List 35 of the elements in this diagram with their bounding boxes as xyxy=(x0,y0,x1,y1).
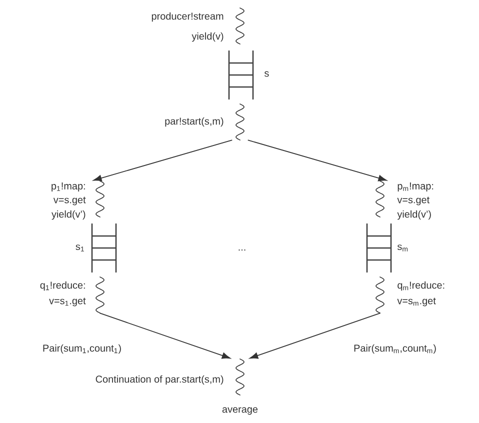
thread-label: yield(v’) xyxy=(52,210,86,220)
channel-ladder xyxy=(366,223,392,273)
thread-label: average xyxy=(222,407,258,415)
thread-label: producer!stream xyxy=(152,12,224,22)
squiggle xyxy=(236,104,244,140)
thread-label: v=s$_{1}$.get xyxy=(49,298,86,306)
thread-label: Continuation of par.start(s,m) xyxy=(96,375,224,385)
thread-label: v=s$_{m}$.get xyxy=(397,298,436,306)
squiggle xyxy=(96,180,104,218)
thread-label: s$_{1}$ xyxy=(76,244,84,252)
thread-label: s$_{m}$ xyxy=(397,244,408,252)
thread-label: p$_{1}$!map: xyxy=(52,182,85,192)
squiggle xyxy=(236,358,244,396)
arrow xyxy=(100,312,230,359)
squiggle xyxy=(376,276,384,314)
thread-label: q$_{1}$!reduce: xyxy=(40,281,85,291)
arrow xyxy=(248,140,387,182)
ellipsis: ... xyxy=(238,249,246,251)
squiggle xyxy=(96,276,104,314)
thread-label: p$_{m}$!map: xyxy=(398,182,434,192)
thread-label: v=s.get xyxy=(397,196,430,206)
thread-label: par!start(s,m) xyxy=(165,117,224,127)
arrow xyxy=(93,140,232,182)
squiggle xyxy=(376,180,384,218)
thread-label: yield(v) xyxy=(192,32,224,42)
arrow xyxy=(250,312,380,359)
thread-label: q$_{m}$!reduce: xyxy=(398,281,444,291)
thread-label: v=s.get xyxy=(53,196,86,206)
squiggle xyxy=(236,8,244,44)
edge-label: Pair(sum$_{m}$,count$_{m}$) xyxy=(352,343,438,355)
thread-label: s xyxy=(264,71,269,77)
channel-ladder xyxy=(91,223,117,273)
thread-label: yield(v’) xyxy=(397,210,431,220)
edge-label: Pair(sum$_{1}$,count$_{1}$) xyxy=(41,343,123,355)
channel-ladder xyxy=(228,50,254,100)
